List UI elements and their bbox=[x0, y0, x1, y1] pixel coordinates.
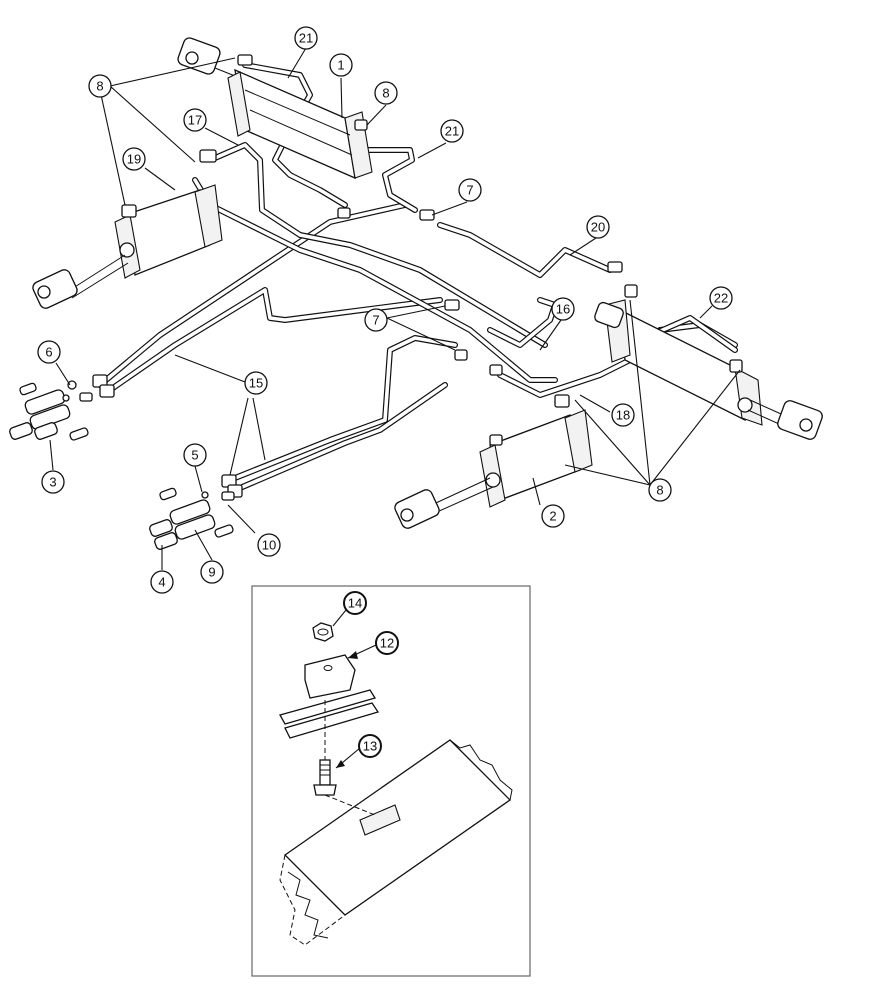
callout-22-label: 22 bbox=[714, 291, 728, 306]
callout-20-label: 20 bbox=[591, 220, 605, 235]
callout-8-right-label: 8 bbox=[656, 483, 663, 498]
callout-13-label: 13 bbox=[363, 739, 377, 754]
callout-19: 19 bbox=[122, 147, 146, 171]
callout-7-lower-label: 7 bbox=[372, 313, 379, 328]
callout-14: 14 bbox=[343, 591, 367, 615]
leader-lines bbox=[49, 47, 741, 570]
cylinder-2 bbox=[394, 409, 593, 529]
callout-15: 15 bbox=[244, 371, 268, 395]
callout-21-right-label: 21 bbox=[445, 124, 459, 139]
callout-6: 6 bbox=[37, 340, 61, 364]
clamp-inset bbox=[251, 585, 531, 977]
coupler-group-upper bbox=[9, 380, 93, 441]
callout-8-left-label: 8 bbox=[96, 79, 103, 94]
coupler-group-lower bbox=[149, 487, 235, 550]
callout-1-label: 1 bbox=[337, 58, 344, 73]
callout-21-top-label: 21 bbox=[299, 31, 313, 46]
callout-7-lower: 7 bbox=[364, 308, 388, 332]
callout-18-label: 18 bbox=[616, 408, 630, 423]
callout-1: 1 bbox=[329, 53, 353, 77]
callout-21-right: 21 bbox=[440, 119, 464, 143]
callout-17-label: 17 bbox=[188, 113, 202, 128]
fittings bbox=[92, 54, 743, 498]
callout-8-top: 8 bbox=[374, 81, 398, 105]
callout-8-left: 8 bbox=[88, 74, 112, 98]
callout-3: 3 bbox=[41, 470, 65, 494]
callout-10: 10 bbox=[257, 533, 281, 557]
cylinder-left bbox=[32, 184, 223, 309]
callout-2-label: 2 bbox=[549, 509, 556, 524]
callout-3-label: 3 bbox=[49, 475, 56, 490]
callout-16-label: 16 bbox=[556, 302, 570, 317]
callout-7-upper-label: 7 bbox=[466, 183, 473, 198]
callout-12: 12 bbox=[375, 631, 399, 655]
cylinder-22 bbox=[594, 299, 823, 440]
callout-19-label: 19 bbox=[127, 152, 141, 167]
callout-17: 17 bbox=[183, 108, 207, 132]
callout-5: 5 bbox=[183, 443, 207, 467]
callout-14-label: 14 bbox=[348, 596, 362, 611]
callout-4-label: 4 bbox=[158, 575, 165, 590]
callout-18: 18 bbox=[611, 403, 635, 427]
callout-7-upper: 7 bbox=[458, 178, 482, 202]
callout-16: 16 bbox=[551, 297, 575, 321]
callout-9: 9 bbox=[200, 560, 224, 584]
callout-8-right: 8 bbox=[648, 478, 672, 502]
callout-9-label: 9 bbox=[208, 565, 215, 580]
callout-15-label: 15 bbox=[249, 376, 263, 391]
callout-6-label: 6 bbox=[45, 345, 52, 360]
callout-2: 2 bbox=[541, 504, 565, 528]
callout-4: 4 bbox=[150, 570, 174, 594]
callout-13: 13 bbox=[358, 734, 382, 758]
callout-22: 22 bbox=[709, 286, 733, 310]
callout-8-top-label: 8 bbox=[382, 86, 389, 101]
callout-21-top: 21 bbox=[294, 26, 318, 50]
callout-12-label: 12 bbox=[380, 636, 394, 651]
callout-5-label: 5 bbox=[191, 448, 198, 463]
callout-20: 20 bbox=[586, 215, 610, 239]
cylinder-1 bbox=[177, 37, 373, 180]
callout-10-label: 10 bbox=[262, 538, 276, 553]
